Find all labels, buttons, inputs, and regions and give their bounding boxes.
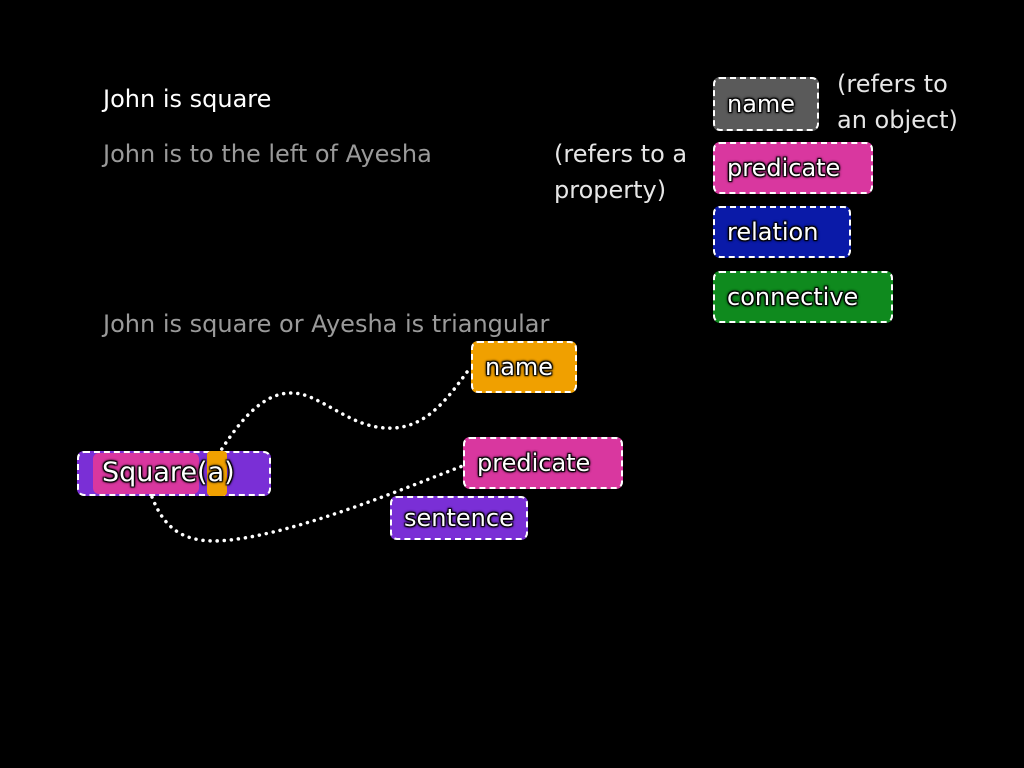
note-refers-to-property: (refers to a property) — [554, 136, 687, 208]
sentence-john-is-square: John is square — [103, 85, 272, 113]
legend-name-tag: name — [713, 77, 819, 131]
annotation-sentence-tag: sentence — [390, 496, 528, 540]
legend-predicate-tag: predicate — [713, 142, 873, 194]
note-object-line-1: (refers to — [837, 70, 948, 98]
sentence-john-square-or-ayesha-triangular: John is square or Ayesha is triangular — [103, 310, 550, 338]
note-refers-to-object: (refers to an object) — [837, 66, 958, 138]
note-object-line-2: an object) — [837, 106, 958, 134]
legend-relation-tag: relation — [713, 206, 851, 258]
annotation-predicate-tag: predicate — [463, 437, 623, 489]
sentence-john-left-of-ayesha: John is to the left of Ayesha — [103, 140, 432, 168]
formula-predicate-box — [93, 453, 199, 494]
note-property-line-2: property) — [554, 176, 667, 204]
legend-connective-tag: connective — [713, 271, 893, 323]
annotation-name-tag: name — [471, 341, 577, 393]
name-connector-line — [216, 366, 472, 457]
formula-name-box — [207, 451, 227, 496]
formula-square-a: Square(a) — [102, 457, 235, 488]
note-property-line-1: (refers to a — [554, 140, 688, 168]
